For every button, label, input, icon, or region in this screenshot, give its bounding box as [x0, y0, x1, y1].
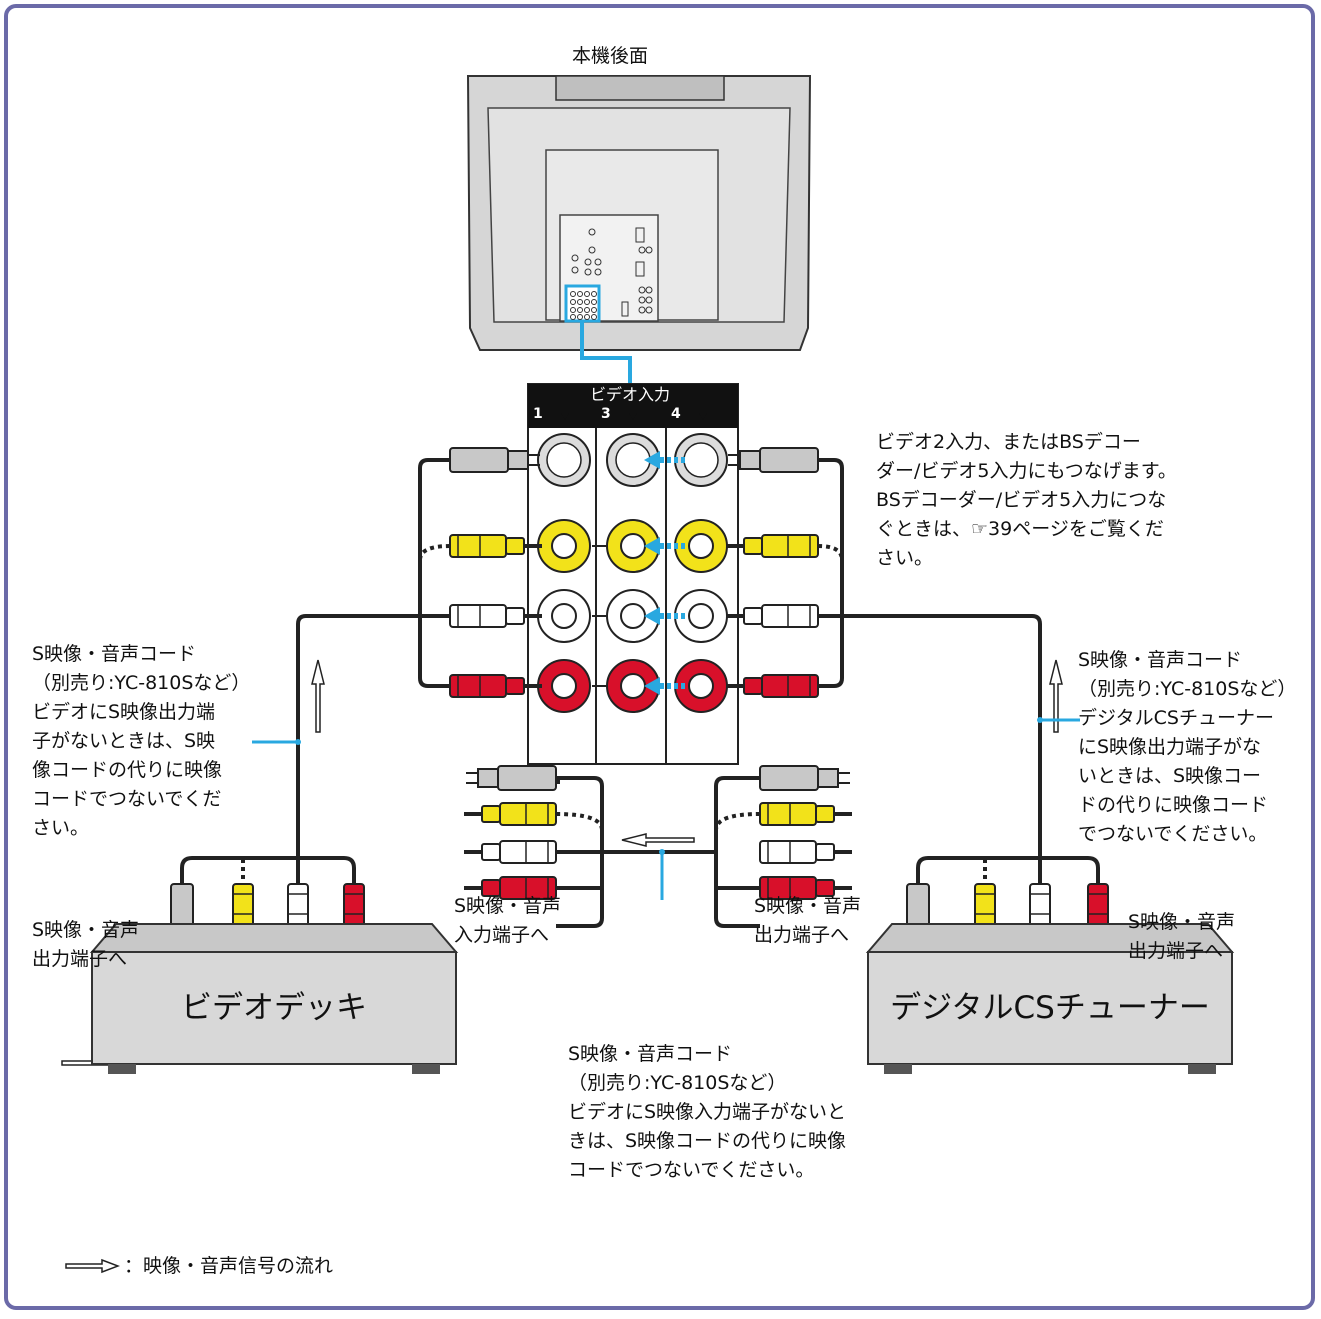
- tv-caption: 本機後面: [572, 45, 649, 67]
- tuner-box: [865, 923, 1235, 1074]
- vcr-box: [89, 923, 459, 1074]
- legend-text: ：映像・音声信号の流れ: [124, 1255, 334, 1277]
- tv-rear: [466, 75, 812, 351]
- video-input-panel: [527, 383, 739, 765]
- terminal-tuner-out-right: S映像・音声 出力端子へ: [1128, 911, 1236, 962]
- signal-flow-arrows: [660, 457, 688, 689]
- note-bottom-cable: S映像・音声コード （別売り:YC-810Sなど） ビデオにS映像入力端子がない…: [568, 1043, 847, 1181]
- note-right-cable: S映像・音声コード （別売り:YC-810Sなど） デジタルCSチューナー にS…: [1078, 649, 1297, 845]
- input-number-1: 1: [533, 406, 543, 422]
- input-number-3: 3: [601, 406, 611, 422]
- vcr-label: ビデオデッキ: [181, 990, 367, 1026]
- legend-arrow-icon: [65, 1258, 120, 1274]
- terminal-vcr-in: S映像・音声 入力端子へ: [454, 895, 562, 946]
- zoom-leader: [580, 321, 632, 384]
- terminal-vcr-out: S映像・音声 出力端子へ: [32, 919, 140, 970]
- note-leaders: [252, 718, 1080, 900]
- bottom-cable: [540, 776, 760, 928]
- tuner-label: デジタルCSチューナー: [890, 990, 1210, 1026]
- note-left-cable: S映像・音声コード （別売り:YC-810Sなど） ビデオにS映像出力端 子がな…: [32, 643, 251, 839]
- page-frame: [4, 4, 1315, 1310]
- panel-header: ビデオ入力: [590, 385, 671, 404]
- note-top-right: ビデオ2入力、またはBSデコー ダー/ビデオ5入力にもつなげます。 BSデコーダ…: [876, 431, 1177, 569]
- input-number-4: 4: [671, 406, 681, 422]
- terminal-tuner-out-mid: S映像・音声 出力端子へ: [754, 895, 862, 946]
